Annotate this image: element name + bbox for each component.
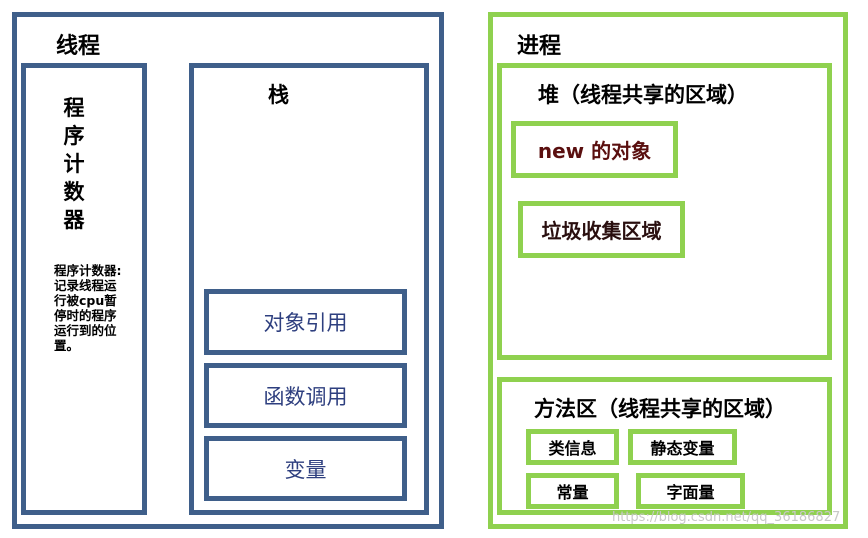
program-counter-char: 计 xyxy=(63,152,85,176)
note-line: 记录线程运 xyxy=(54,278,117,293)
stack-item-object-reference: 对象引用 xyxy=(204,289,407,355)
note-line: 程序计数器: xyxy=(54,263,122,278)
program-counter-char: 数 xyxy=(63,180,85,204)
heap-gc-area: 垃圾收集区域 xyxy=(518,201,685,258)
thread-title: 线程 xyxy=(56,34,101,59)
stack-item-variable: 变量 xyxy=(204,436,407,501)
program-counter-char: 序 xyxy=(63,124,85,148)
static-vars-label: 静态变量 xyxy=(650,439,715,458)
note-line: 行被cpu暂 xyxy=(54,293,117,308)
stack-item-label: 变量 xyxy=(284,457,327,482)
note-line: 停时的程序 xyxy=(54,308,117,323)
heap-gc-area-label: 垃圾收集区域 xyxy=(541,219,662,243)
stack-item-label: 对象引用 xyxy=(263,311,348,335)
method-area-literals: 字面量 xyxy=(636,473,745,509)
note-line: 置。 xyxy=(54,338,80,353)
stack-item-function-call: 函数调用 xyxy=(204,363,407,428)
heap-title: 堆（线程共享的区域） xyxy=(538,83,748,107)
class-info-label: 类信息 xyxy=(548,439,597,458)
method-area-static-vars: 静态变量 xyxy=(628,429,737,465)
process-title: 进程 xyxy=(517,34,562,59)
program-counter-char: 器 xyxy=(63,208,85,232)
constants-label: 常量 xyxy=(556,483,589,502)
program-counter-label: 程 序 计 数 器 xyxy=(60,94,88,234)
program-counter-note: 程序计数器: 记录线程运 行被cpu暂 停时的程序 运行到的位 置。 xyxy=(54,263,138,353)
heap-new-objects-label: new 的对象 xyxy=(537,139,652,163)
literals-label: 字面量 xyxy=(666,483,715,502)
heap-new-objects: new 的对象 xyxy=(511,121,678,178)
stack-title: 栈 xyxy=(268,83,289,107)
note-line: 运行到的位 xyxy=(54,323,117,338)
program-counter-box xyxy=(21,63,147,515)
watermark: https://blog.csdn.net/qq_36186827 xyxy=(612,510,841,525)
method-area-class-info: 类信息 xyxy=(526,429,619,465)
method-area-title: 方法区（线程共享的区域） xyxy=(534,397,786,421)
stack-item-label: 函数调用 xyxy=(263,384,348,409)
program-counter-char: 程 xyxy=(63,96,85,120)
method-area-constants: 常量 xyxy=(526,473,619,509)
